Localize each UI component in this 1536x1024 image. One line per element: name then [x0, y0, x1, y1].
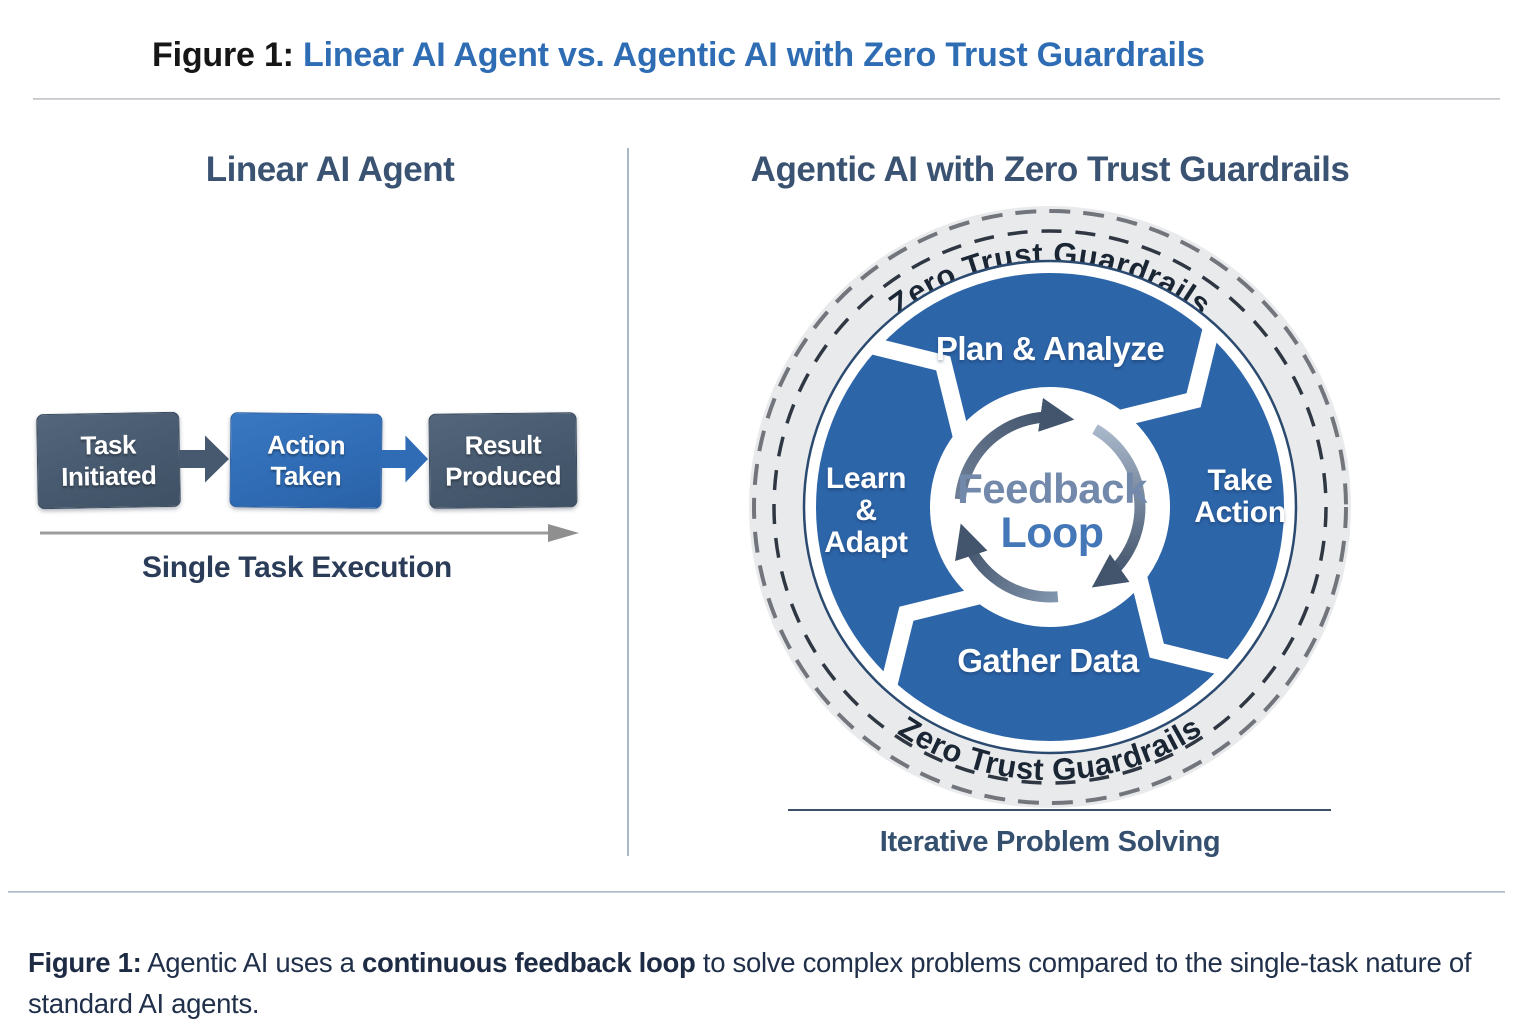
- hub-label-feedback: Feedback: [957, 465, 1148, 512]
- linear-panel-heading: Linear AI Agent: [205, 150, 455, 189]
- step-action-taken-line2: Taken: [270, 460, 342, 491]
- figure-title: Figure 1: Linear AI Agent vs. Agentic AI…: [152, 36, 1205, 75]
- figure-title-prefix: Figure 1:: [152, 36, 294, 74]
- cycle-navy-rim: [802, 259, 1298, 755]
- segment-label-take: Take: [1208, 464, 1273, 497]
- step-action-taken: Action Taken: [229, 412, 383, 509]
- iterative-label: Iterative Problem Solving: [879, 826, 1221, 858]
- cycle-donut: [816, 273, 1284, 741]
- segment-label-action: Action: [1194, 496, 1286, 529]
- agentic-cycle-diagram: Zero Trust Guardrails Zero Trust Guardra…: [749, 206, 1351, 811]
- guardrail-outer-dashed-circle: [752, 209, 1348, 805]
- figure-caption: Figure 1: Agentic AI uses a continuous f…: [28, 942, 1500, 1024]
- segment-divider-chevron-top-right: [1120, 326, 1220, 427]
- segment-divider-chevron-bottom-right: [1130, 577, 1231, 677]
- cycle-arrow-icon-left: [954, 397, 1075, 500]
- segment-label-adapt: Adapt: [824, 526, 908, 559]
- panel-divider: [627, 148, 629, 856]
- segment-label-plan-analyze: Plan & Analyze: [936, 330, 1164, 367]
- segment-divider-chevron-top-left: [869, 337, 970, 437]
- segment-label-learn: Learn: [826, 462, 906, 495]
- segment-label-gather-data: Gather Data: [957, 642, 1140, 679]
- bottom-divider: [8, 891, 1505, 893]
- flow-arrow-icon-2: [381, 435, 428, 483]
- flow-arrow-icon-1: [179, 435, 229, 483]
- step-action-taken-line1: Action: [267, 429, 346, 460]
- caption-segment1: Agentic AI uses a: [141, 947, 362, 978]
- guardrail-inner-dashed-circle: [772, 229, 1328, 785]
- step-task-initiated-line2: Initiated: [60, 459, 157, 492]
- agentic-panel-heading: Agentic AI with Zero Trust Guardrails: [750, 150, 1350, 189]
- cycle-arrow-icon-right: [1091, 424, 1146, 588]
- caption-figure-label: Figure 1:: [28, 947, 142, 978]
- top-divider: [33, 98, 1500, 100]
- step-result-produced: Result Produced: [428, 412, 578, 509]
- cycle-arrow-icon-bottom: [955, 523, 1059, 603]
- figure-title-main: Linear AI Agent vs. Agentic AI with Zero…: [303, 36, 1205, 74]
- timeline-arrow-icon: [40, 524, 579, 542]
- caption-bold-phrase: continuous feedback loop: [362, 947, 696, 978]
- step-task-initiated-line1: Task: [80, 429, 137, 460]
- step-task-initiated: Task Initiated: [36, 411, 181, 510]
- hub-label-loop: Loop: [1000, 509, 1103, 557]
- timeline-label: Single Task Execution: [142, 551, 452, 584]
- step-result-produced-line1: Result: [464, 429, 542, 460]
- step-result-produced-line2: Produced: [445, 459, 562, 492]
- segment-label-amp: &: [855, 494, 876, 527]
- segment-divider-chevron-bottom-left: [880, 587, 980, 688]
- caption-segment2: to solve complex problems compared to th…: [28, 947, 1472, 1019]
